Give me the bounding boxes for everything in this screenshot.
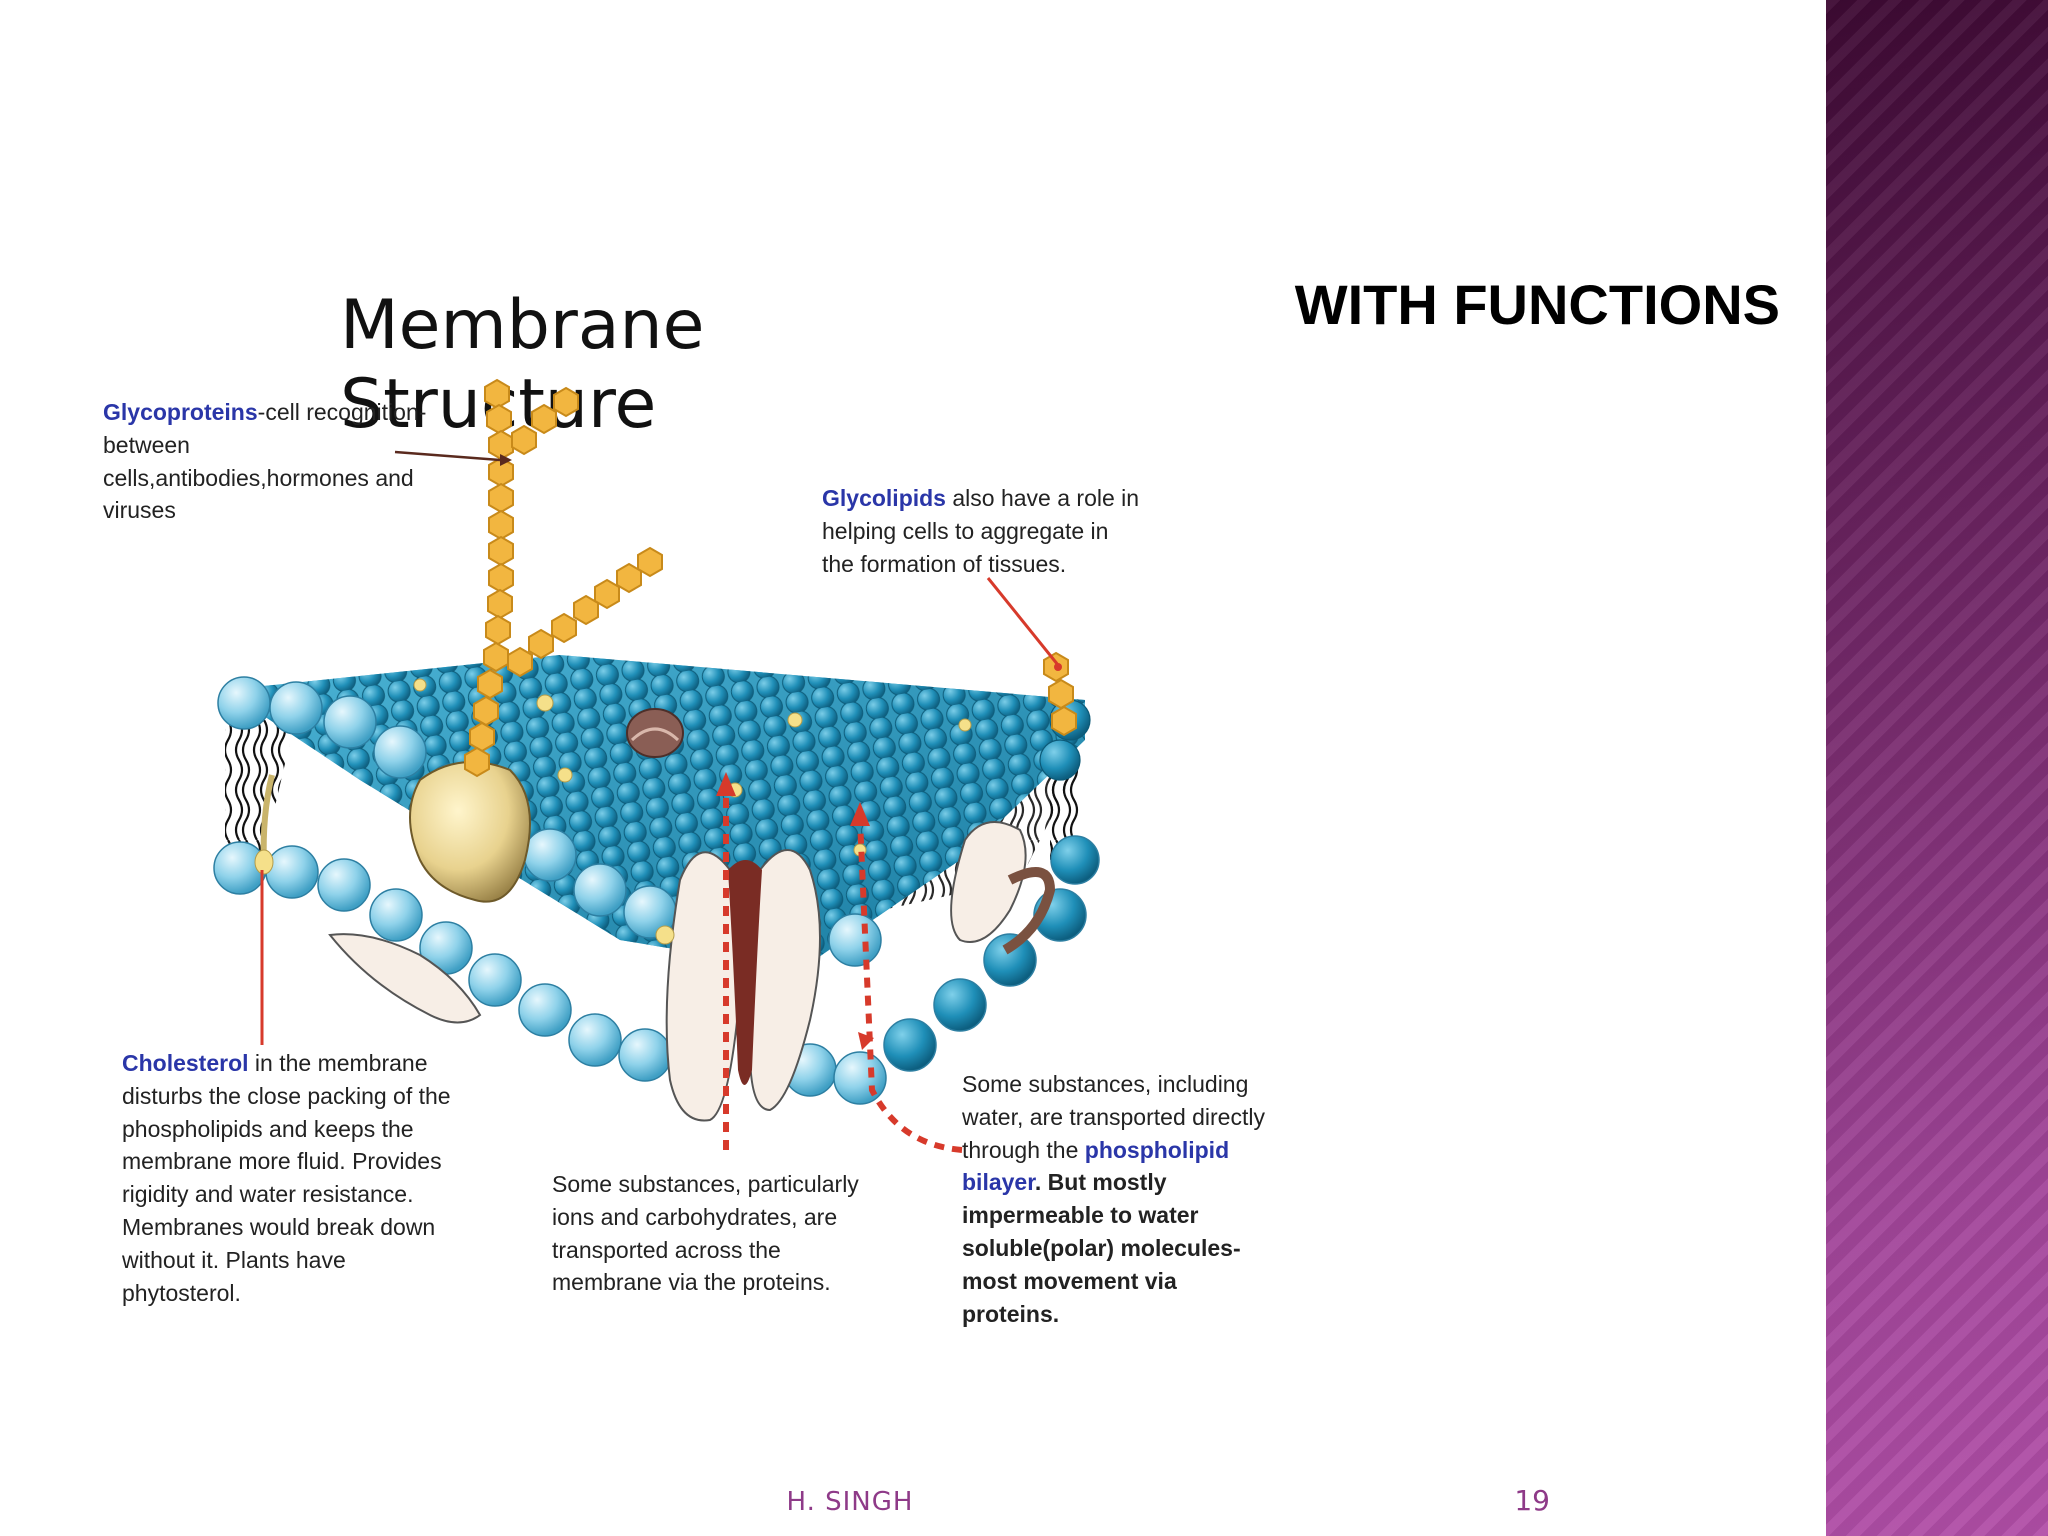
lower-protein-left [328,933,482,1024]
label-bilayer-term: phospholipid bilayer [962,1136,1230,1196]
label-bilayer-text: Some substances, including water, are tr… [962,1071,1265,1163]
label-cholesterol: Cholesterol in the membrane disturbs the… [122,1047,452,1309]
label-glycoproteins-text: -cell recognition-between cells,antibodi… [103,399,427,524]
label-cholesterol-text: in the membrane disturbs the close packi… [122,1050,451,1306]
cholesterol-molecule [254,774,275,875]
transmembrane-protein-right [950,821,1056,955]
footer-author: H. SINGH [786,1487,914,1517]
phospholipid-heads-bottom-layer [213,835,1100,1105]
label-glycolipids-text: also have a role in helping cells to agg… [822,485,1140,577]
transport-arrows [723,790,963,1153]
label-cholesterol-term: Cholesterol [122,1050,249,1076]
diagram-title: Membrane Structure [340,286,705,444]
label-proteins-transport: Some substances, particularly ions and c… [552,1171,859,1296]
decorative-sidebar [1826,0,2048,1536]
label-glycolipids: Glycolipids also have a role in helping … [822,482,1142,580]
label-glycoproteins-term: Glycoproteins [103,399,258,425]
globular-protein [409,761,531,903]
slide-subtitle: WITH FUNCTIONS [1294,273,1780,336]
glycoprotein-sugar-chain [464,378,663,778]
label-pointers [260,450,1062,1045]
surface-protein [626,708,684,758]
cholesterol-dots [413,678,972,945]
membrane-diagram [213,378,1100,1153]
label-glycoproteins: Glycoproteins-cell recognition-between c… [103,396,443,527]
label-bilayer-bold: But mostly impermeable to water soluble(… [962,1169,1241,1327]
label-glycolipids-term: Glycolipids [822,485,946,511]
label-bilayer-transport: Some substances, including water, are tr… [962,1068,1272,1330]
page-number: 19 [1514,1484,1550,1517]
label-bilayer-end: . [1034,1169,1042,1196]
